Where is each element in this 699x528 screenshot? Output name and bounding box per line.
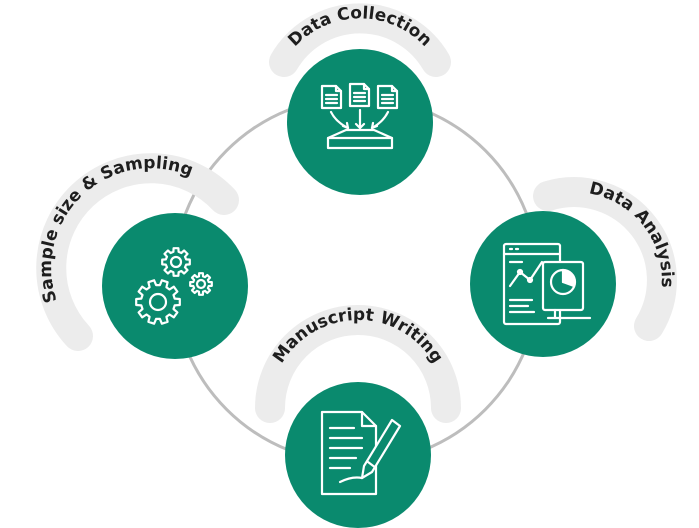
document-pen-icon (320, 410, 402, 496)
node-circle (102, 213, 248, 359)
node-circle (285, 382, 431, 528)
gears-icon (135, 247, 213, 325)
report-charts-icon (502, 242, 592, 326)
label-band (533, 177, 677, 341)
node-manuscript-writing: Manuscript Writing (255, 305, 461, 528)
node-sample-size-sampling: Sample size & Sampling (36, 153, 248, 359)
label-band (269, 3, 451, 77)
node-data-collection: Data Collection (269, 3, 451, 195)
label-band (255, 305, 461, 423)
documents-into-tray-icon (320, 82, 399, 150)
label-band (36, 153, 239, 351)
node-data-analysis: Data Analysis (470, 177, 677, 357)
